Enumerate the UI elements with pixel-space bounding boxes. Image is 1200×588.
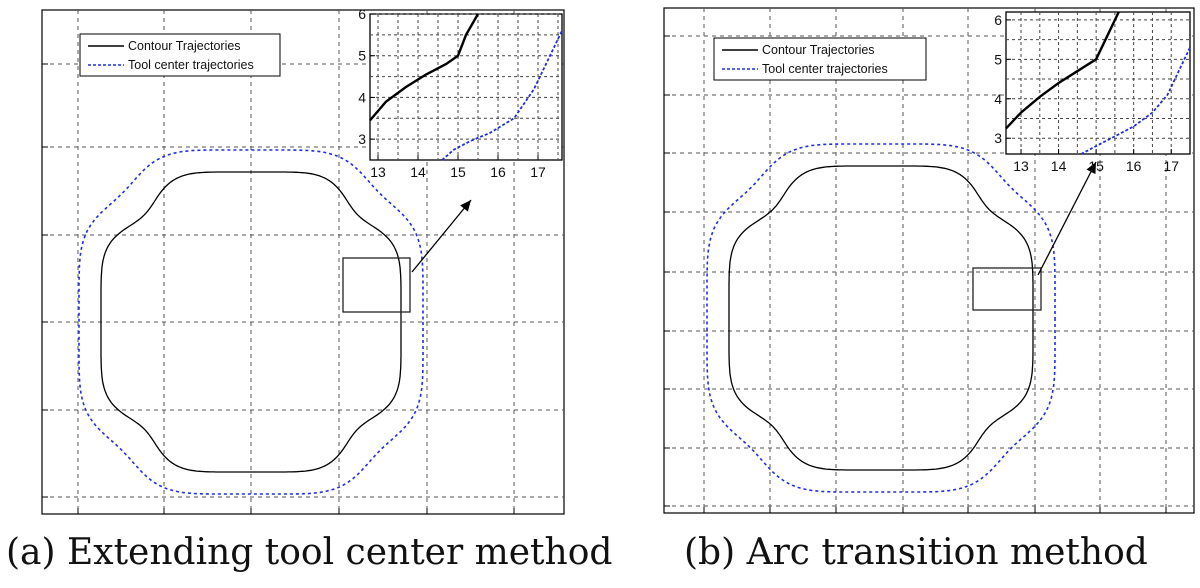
legend-label-contour: Contour Trajectories bbox=[128, 39, 241, 53]
caption-a: (a) Extending tool center method bbox=[6, 532, 613, 573]
legend-label-tool: Tool center trajectories bbox=[128, 58, 254, 72]
inset-x-tick-label: 14 bbox=[410, 164, 426, 180]
plot-frame bbox=[41, 9, 565, 515]
caption-b: (b) Arc transition method bbox=[684, 532, 1148, 573]
inset-plot: 13 14 15 16 17 3 4 5 6 bbox=[994, 11, 1191, 174]
inset-x-tick-label: 13 bbox=[370, 164, 386, 180]
inset-x-tick-label: 13 bbox=[1013, 158, 1029, 174]
inset-x-tick-label: 17 bbox=[530, 164, 546, 180]
inset-y-tick-label: 5 bbox=[994, 51, 1002, 67]
inset-y-tick-label: 6 bbox=[994, 12, 1002, 28]
inset-x-tick-label: 14 bbox=[1051, 158, 1067, 174]
inset-x-tick-label: 16 bbox=[490, 164, 506, 180]
inset-series-contour bbox=[1005, 11, 1120, 130]
zoom-arrow bbox=[1037, 161, 1097, 276]
inset-series-tool bbox=[1080, 47, 1191, 155]
inset-x-tick-label: 15 bbox=[1088, 158, 1104, 174]
legend-label-contour: Contour Trajectories bbox=[762, 43, 875, 57]
inset-y-tick-label: 4 bbox=[358, 89, 366, 105]
inset-series-contour bbox=[369, 13, 480, 122]
inset-y-tick-label: 6 bbox=[358, 6, 366, 22]
inset-plot: 13 14 15 16 17 3 4 5 6 bbox=[358, 6, 563, 180]
inset-y-tick-label: 3 bbox=[994, 130, 1002, 146]
inset-x-tick-label: 15 bbox=[450, 164, 466, 180]
legend-label-tool: Tool center trajectories bbox=[762, 62, 888, 76]
zoom-box bbox=[972, 267, 1042, 311]
contour-trajectory bbox=[100, 171, 402, 473]
inset-y-tick-label: 4 bbox=[994, 91, 1002, 107]
inset-x-tick-label: 17 bbox=[1163, 158, 1179, 174]
arrow-head bbox=[1086, 162, 1096, 175]
tool-center-trajectory bbox=[78, 149, 424, 495]
inset-y-tick-label: 5 bbox=[358, 48, 366, 64]
zoom-arrow bbox=[411, 199, 472, 273]
legend-box bbox=[713, 37, 927, 81]
zoom-box bbox=[342, 257, 411, 313]
arrow-head bbox=[460, 200, 471, 212]
inset-frame bbox=[1005, 11, 1191, 155]
grid bbox=[664, 8, 1194, 513]
contour-trajectory bbox=[728, 165, 1034, 471]
plot-frame bbox=[663, 7, 1195, 514]
legend-box bbox=[79, 33, 281, 77]
tool-center-trajectory bbox=[706, 143, 1056, 493]
inset-y-tick-label: 3 bbox=[358, 131, 366, 147]
inset-frame bbox=[369, 13, 563, 161]
inset-x-tick-label: 16 bbox=[1126, 158, 1142, 174]
